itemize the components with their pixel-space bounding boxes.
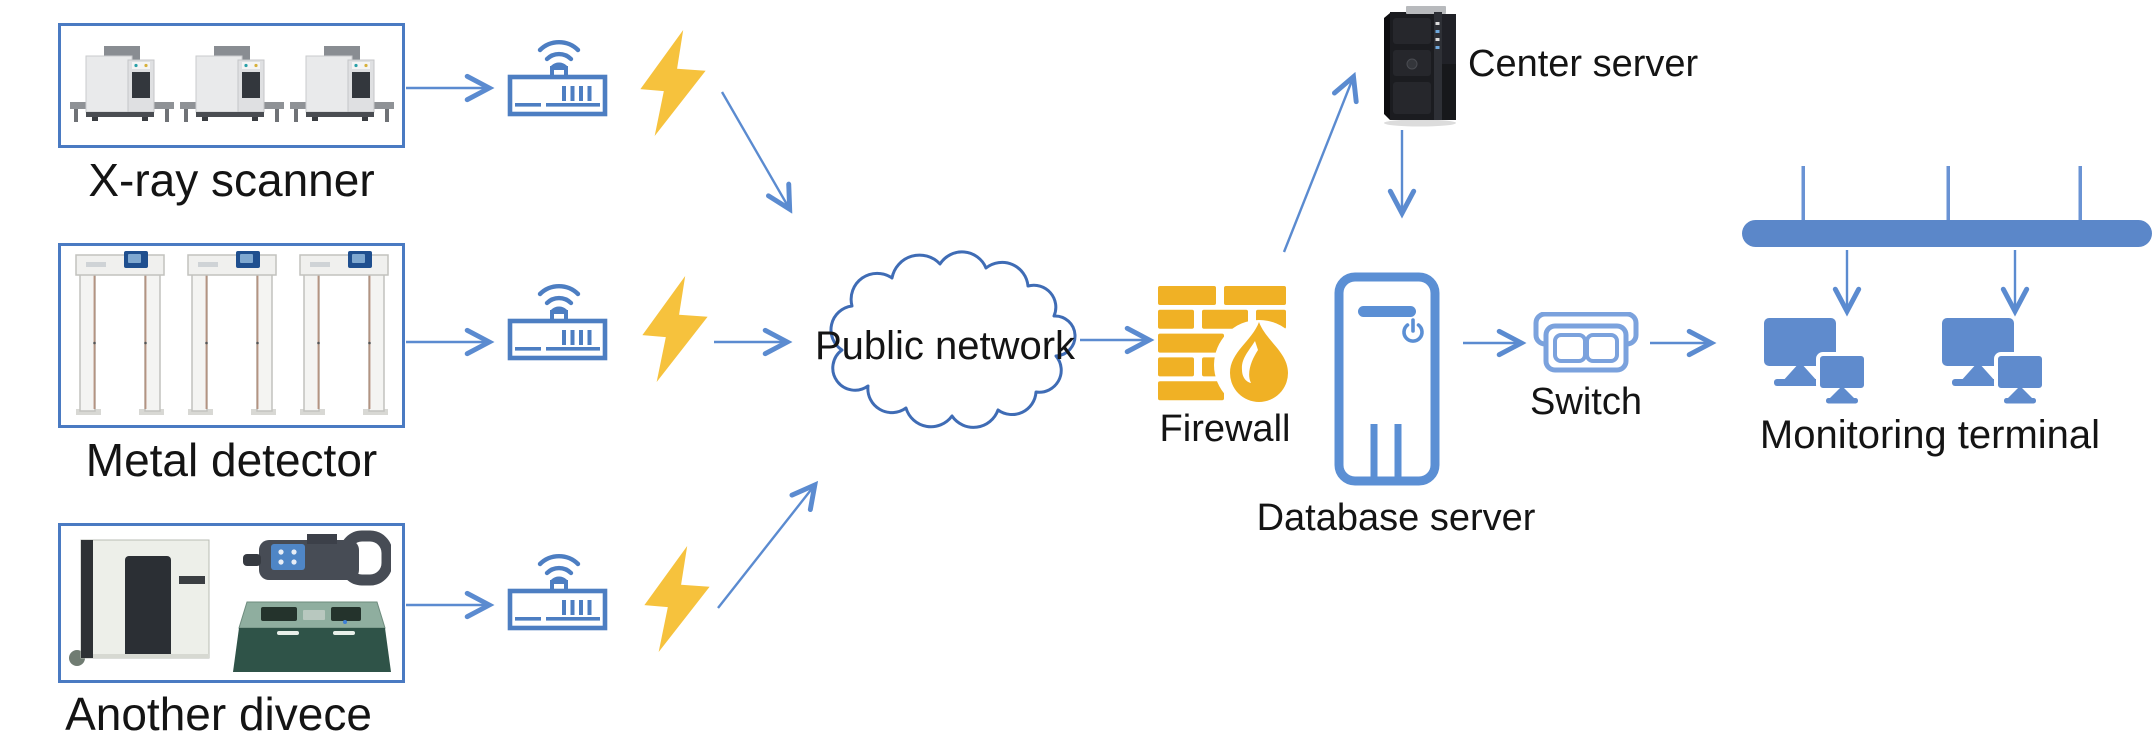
- database-server-icon: [1334, 272, 1440, 486]
- public-network-label: Public network: [814, 324, 1076, 368]
- connector-firewall-to-center-server: [1282, 78, 1353, 253]
- metal-detector-image: [74, 250, 165, 415]
- xray-scanner-label: X-ray scanner: [88, 154, 375, 206]
- center-server-label: Center server: [1468, 43, 1699, 85]
- lightning-bolt-icon: [640, 30, 706, 136]
- metal-detector-group-box: [58, 243, 405, 428]
- another-device-group-box: [58, 523, 405, 683]
- another-device-label: Another divece: [65, 688, 372, 740]
- benchtop-device-image: [233, 601, 391, 672]
- firewall-icon: [1158, 286, 1304, 406]
- wifi-router-icon: [507, 283, 608, 361]
- metal-detector-image: [186, 250, 277, 415]
- center-server-image: [1384, 6, 1456, 127]
- cloud-icon: [829, 250, 1077, 429]
- xray-machine-image: [69, 45, 174, 122]
- monitoring-terminal-icon: [1942, 318, 2046, 404]
- handheld-detector-image: [243, 530, 391, 586]
- lightning-bolt-icon: [642, 276, 708, 382]
- metal-detector-image: [298, 250, 389, 415]
- wifi-router-icon: [507, 39, 608, 117]
- connector-router3-to-cloud: [717, 486, 814, 609]
- xray-scanner-group-box: [58, 23, 405, 148]
- database-server-label: Database server: [1256, 497, 1536, 539]
- firewall-label: Firewall: [1159, 408, 1291, 450]
- switch-label: Switch: [1530, 381, 1642, 423]
- wifi-router-icon: [507, 553, 608, 631]
- xray-machine-image: [179, 45, 284, 122]
- monitoring-terminal-label: Monitoring terminal: [1759, 413, 2101, 457]
- lightning-bolt-icon: [644, 546, 710, 652]
- connector-router1-to-cloud: [720, 91, 789, 208]
- body-scanner-image: [69, 539, 210, 666]
- xray-machine-image: [289, 45, 394, 122]
- public-network-cloud: Public network: [812, 240, 1102, 445]
- monitoring-terminal-icon: [1764, 318, 1868, 404]
- metal-detector-label: Metal detector: [85, 434, 378, 486]
- network-switch-icon: [1533, 312, 1639, 373]
- wireless-lan-segment-icon: [1742, 166, 2152, 247]
